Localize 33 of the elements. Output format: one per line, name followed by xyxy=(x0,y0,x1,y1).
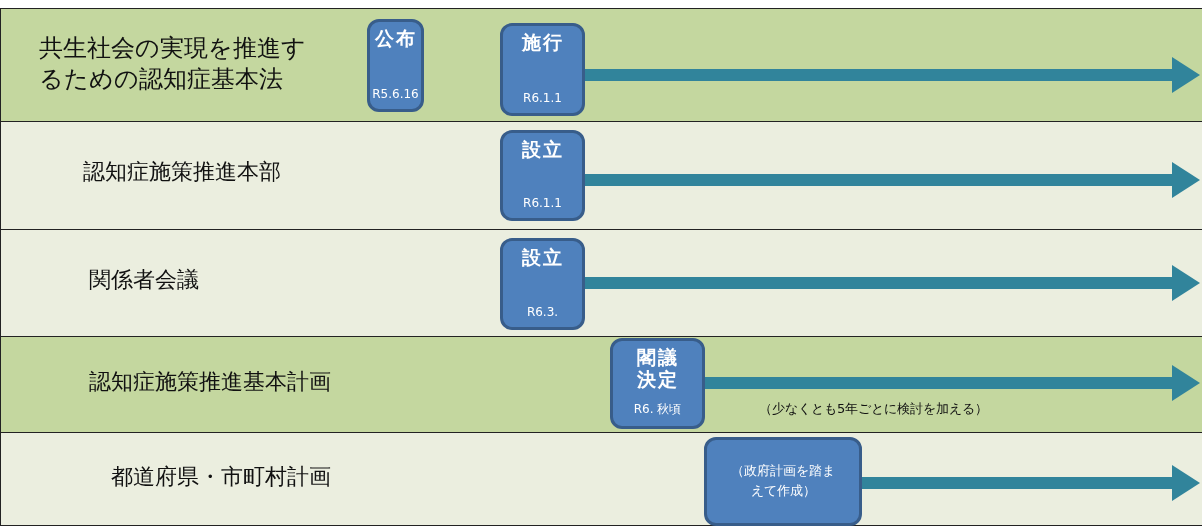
milestone-box xyxy=(500,130,585,221)
milestone-title: 施行 xyxy=(521,32,564,54)
milestone-note: （政府計画を踏まえて作成） xyxy=(730,462,836,500)
timeline-row xyxy=(0,433,1202,526)
timeline-arrow xyxy=(704,365,1200,401)
milestone-date: R6.1.1 xyxy=(523,196,562,210)
timeline-arrow xyxy=(584,57,1200,93)
milestone-title: 設立 xyxy=(521,247,564,269)
milestone-date: R6. 秋頃 xyxy=(633,401,682,418)
timeline-row xyxy=(0,230,1202,337)
timeline-row xyxy=(0,8,1202,122)
row-title: 関係者会議 xyxy=(89,266,199,294)
row-title: 認知症施策推進基本計画 xyxy=(89,368,331,396)
milestone-title: 設立 xyxy=(521,139,564,161)
milestone-title: 閣議決定 xyxy=(635,347,680,391)
timeline-arrow xyxy=(584,162,1200,198)
row-title: 認知症施策推進本部 xyxy=(83,158,281,186)
milestone-date: R6.1.1 xyxy=(523,91,562,105)
edge-label: （少なくとも5年ごとに検討を加える） xyxy=(759,400,989,418)
milestone-date: R6.3. xyxy=(526,305,559,319)
milestone-box xyxy=(367,19,424,112)
timeline-row xyxy=(0,337,1202,433)
milestone-box xyxy=(500,23,585,116)
timeline-row xyxy=(0,122,1202,230)
timeline-arrow xyxy=(584,265,1200,301)
milestone-date: R5.6.16 xyxy=(372,87,419,101)
milestone-title: 公布 xyxy=(374,28,417,50)
timeline-arrow xyxy=(861,465,1200,501)
milestone-box xyxy=(610,338,705,429)
row-title: 都道府県・市町村計画 xyxy=(111,463,331,491)
milestone-box xyxy=(704,437,862,526)
milestone-box xyxy=(500,238,585,330)
row-title: 共生社会の実現を推進するための認知症基本法 xyxy=(39,33,307,96)
